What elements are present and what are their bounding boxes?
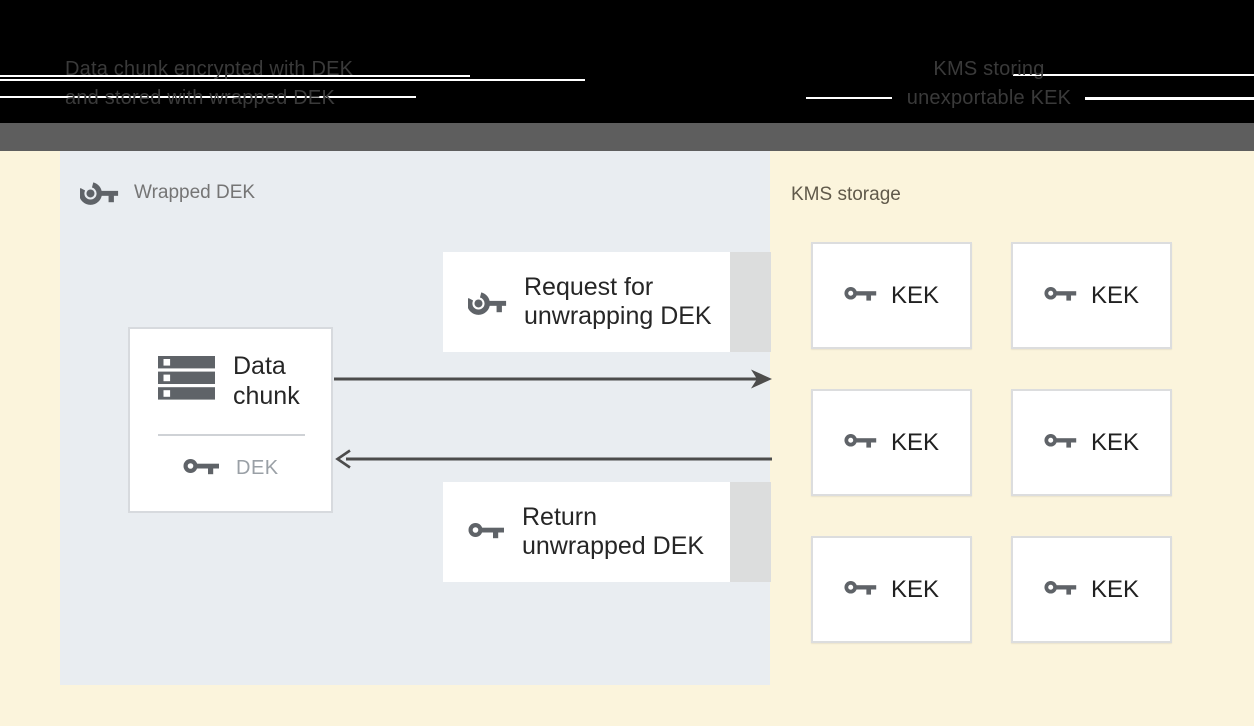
request-box-strip [730,252,771,352]
wrapped-dek-title-label: Wrapped DEK [134,181,256,203]
caption-left-line2: and stored with wrapped DEK [65,87,335,109]
divider-band [0,123,1254,151]
dek-row: DEK [183,457,279,480]
kek-box: KEK [1011,389,1172,496]
kek-label: KEK [1090,281,1140,309]
key-icon [183,459,219,475]
caption-band: Data chunk encrypted with DEK and stored… [0,0,1254,123]
kek-box: KEK [1011,536,1172,643]
kek-label: KEK [890,428,940,456]
wrapped-key-icon [468,291,507,315]
kek-label: KEK [1090,575,1140,603]
render-artifact-line [806,97,892,99]
caption-right-line1: KMS storing [933,58,1045,80]
render-artifact-line [0,79,585,81]
arrow-left [335,449,772,469]
render-artifact-line [1085,97,1254,100]
kms-storage-title: KMS storage [791,184,901,205]
caption-left-line1: Data chunk encrypted with DEK [65,58,354,80]
key-icon [1044,581,1077,595]
kek-box: KEK [1011,242,1172,349]
key-icon [844,581,877,595]
caption-left: Data chunk encrypted with DEK and stored… [65,55,353,113]
data-chunk-box: Data chunk DEK [128,327,333,513]
kek-label: KEK [890,575,940,603]
key-icon [844,434,877,448]
kek-label: KEK [890,281,940,309]
kek-box: KEK [811,536,972,643]
return-unwrapped-label: Return unwrapped DEK [522,503,705,560]
wrapped-key-icon [80,182,119,205]
data-chunk-label: Data chunk [233,352,300,410]
wrapped-dek-title: Wrapped DEK [80,178,255,207]
caption-right-line2: unexportable KEK [906,87,1072,109]
kek-label: KEK [1090,428,1140,456]
return-box-strip [730,482,771,582]
key-icon [468,522,504,538]
request-unwrap-label: Request for unwrapping DEK [524,273,712,330]
key-icon [844,287,877,301]
arrow-right [334,369,772,389]
data-chunk-divider [158,434,305,436]
key-icon [1044,434,1077,448]
render-artifact-line [0,75,470,77]
storage-stack-icon [158,356,215,400]
render-artifact-line [0,96,416,98]
render-artifact-line [1013,74,1254,76]
caption-right: KMS storing unexportable KEK [879,55,1099,113]
key-icon [1044,287,1077,301]
kek-grid: KEK KEK KEK KEK [811,242,1172,643]
return-unwrapped-box: Return unwrapped DEK [443,482,730,582]
kek-box: KEK [811,389,972,496]
kek-box: KEK [811,242,972,349]
request-unwrap-box: Request for unwrapping DEK [443,252,730,352]
dek-label: DEK [236,457,279,479]
